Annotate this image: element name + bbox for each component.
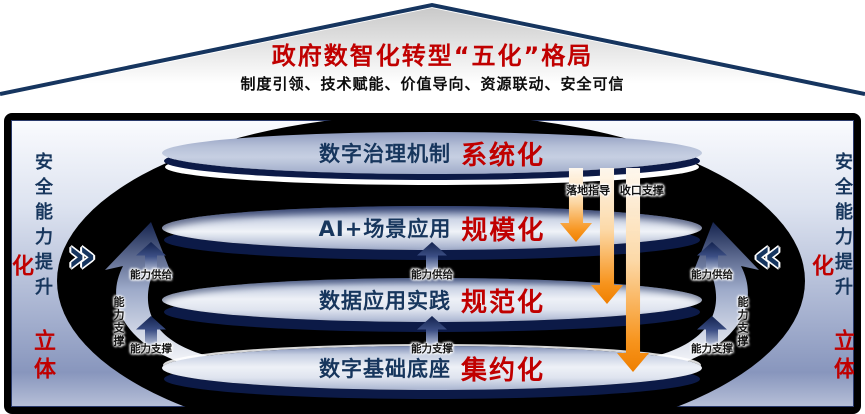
- supply-label-right: 能力供给: [691, 269, 733, 281]
- roof-border-line: [0, 2, 865, 96]
- layer-governance-accent: 系统化: [460, 140, 545, 171]
- right-security-label: 安全能力提升 立体化: [808, 138, 854, 398]
- layer-ai-scenarios-accent: 规模化: [461, 215, 546, 246]
- layer-digital-base: 数字基础底座 集约化: [162, 346, 702, 390]
- support-label-left: 能力支撑: [130, 343, 172, 355]
- layer-digital-base-accent: 集约化: [460, 355, 545, 386]
- support-label-right: 能力支撑: [691, 343, 733, 355]
- page-title: 政府数智化转型“五化”格局: [271, 42, 594, 70]
- left-security-label: 安全能力提升 立体化: [11, 138, 55, 398]
- layer-data-practice-accent: 规范化: [460, 287, 545, 318]
- page-subtitle: 制度引领、技术赋能、价值导向、资源联动、安全可信: [240, 75, 625, 93]
- chevron-left-icon: «: [753, 228, 783, 282]
- support-label-center: 能力支撑: [411, 343, 453, 355]
- supply-label-left: 能力供给: [130, 269, 172, 281]
- left-security-text: 安全能力提升: [32, 151, 53, 302]
- curved-arrow-left-label: 能力支撑: [112, 296, 125, 348]
- down-arrows-label: 落地指导 收口支撑: [530, 182, 700, 198]
- right-security-accent: 立体化: [808, 254, 854, 385]
- down-label-guide: 落地指导: [566, 184, 611, 197]
- right-security-text: 安全能力提升: [832, 151, 853, 302]
- roof-shape: [0, 2, 865, 97]
- left-security-accent: 立体化: [11, 254, 55, 385]
- chevron-right-icon: »: [67, 228, 97, 282]
- layer-digital-base-name: 数字基础底座: [318, 357, 451, 381]
- down-label-interface: 收口支撑: [619, 184, 664, 197]
- curved-arrow-right-label: 能力支撑: [736, 296, 749, 348]
- layer-ai-scenarios-name: AI+场景应用: [318, 217, 452, 241]
- layer-governance-name: 数字治理机制: [318, 142, 451, 166]
- layer-data-practice: 数据应用实践 规范化: [162, 278, 702, 322]
- layer-governance: 数字治理机制 系统化: [162, 132, 702, 174]
- frame-inner: 安全能力提升 立体化 安全能力提升 立体化 » «: [11, 120, 854, 407]
- roof-section: 政府数智化转型“五化”格局 制度引领、技术赋能、价值导向、资源联动、安全可信: [0, 0, 865, 100]
- supply-label-center: 能力供给: [411, 269, 453, 281]
- main-frame: 安全能力提升 立体化 安全能力提升 立体化 » «: [4, 113, 861, 414]
- roof-triangle: [0, 8, 865, 97]
- layer-data-practice-name: 数据应用实践: [318, 289, 451, 313]
